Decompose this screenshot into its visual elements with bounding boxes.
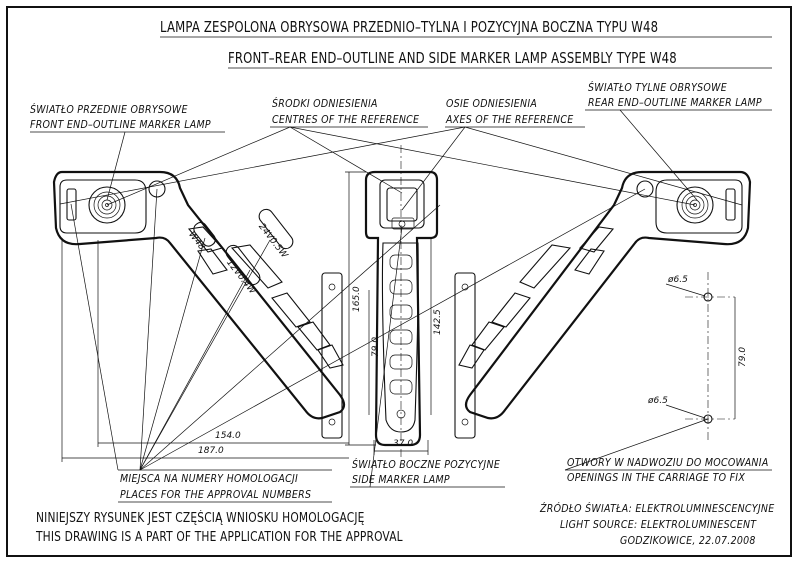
dim-hole-a: ø6.5 [668,275,688,285]
left-lamp-outline [52,170,346,439]
dim-154: 154.0 [215,431,241,441]
left-dimensions [61,240,349,462]
label-centres-en: CENTRES OF THE REFERENCE [272,114,420,126]
footer-note-pl: NINIEJSZY RYSUNEK JEST CZĘŚCIĄ WNIOSKU H… [36,511,365,526]
label-front-pl: ŚWIATŁO PRZEDNIE OBRYSOWE [30,104,188,116]
footer-note-en: THIS DRAWING IS A PART OF THE APPLICATIO… [36,530,403,545]
label-places-pl: MIEJSCA NA NUMERY HOMOLOGACJI [120,473,299,485]
title-polish: LAMPA ZESPOLONA OBRYSOWA PRZEDNIO–TYLNA … [160,18,659,36]
label-side-en: SIDE MARKER LAMP [352,474,450,486]
label-axes-en: AXES OF THE REFERENCE [446,114,574,126]
label-openings-pl: OTWORY W NADWOZIU DO MOCOWANIA [567,457,769,469]
footer-source-en: LIGHT SOURCE: ELEKTROLUMINESCENT [560,519,757,531]
mounting-hole-pattern [665,272,736,440]
right-lamp-outline [454,170,752,439]
dim-79: 79.0 [371,336,381,357]
footer-source-pl: ŹRÓDŁO ŚWIATŁA: ELEKTROLUMINESCENCYJNE [540,503,775,515]
dim-142: 142.5 [433,309,443,335]
label-rear-pl: ŚWIATŁO TYLNE OBRYSOWE [588,82,727,94]
label-openings-en: OPENINGS IN THE CARRIAGE TO FIX [567,472,746,484]
dim-187: 187.0 [198,446,224,456]
dim-165: 165.0 [352,286,362,312]
center-lamp-outline [345,145,439,458]
dim-holes-79: 79.0 [738,346,748,367]
label-side-pl: ŚWIATŁO BOCZNE POZYCYJNE [352,459,501,471]
label-axes-pl: OSIE ODNIESIENIA [446,98,538,110]
title-english: FRONT–REAR END–OUTLINE AND SIDE MARKER L… [228,49,677,67]
marking-plates [193,208,294,286]
dim-hole-b: ø6.5 [648,396,668,406]
label-centres-pl: ŚRODKI ODNIESIENIA [272,98,378,110]
leader-lines [30,109,772,503]
drawing-frame [6,6,792,557]
dim-37: 37.0 [393,439,414,449]
label-front-en: FRONT END–OUTLINE MARKER LAMP [30,119,211,131]
label-places-en: PLACES FOR THE APPROVAL NUMBERS [120,489,312,501]
footer-place-date: GODZIKOWICE, 22.07.2008 [620,535,756,547]
label-rear-en: REAR END–OUTLINE MARKER LAMP [588,97,762,109]
